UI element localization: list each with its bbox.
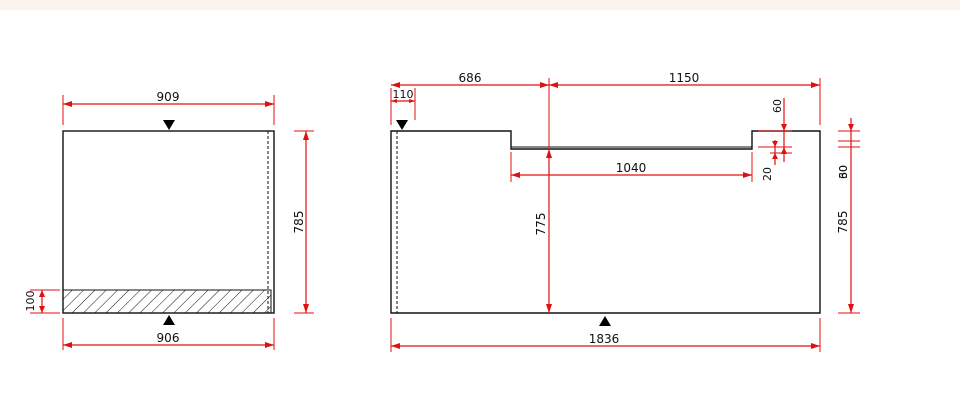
left-view: 909 906 785 — [24, 90, 314, 350]
dim-left-top-width: 909 — [62, 90, 275, 125]
label-right-to-recess: 686 — [459, 71, 482, 85]
right-view: 110 686 1150 — [390, 71, 860, 352]
dim-right-recess-depth: 60 — [758, 98, 792, 162]
dim-left-bottom-width: 906 — [62, 318, 275, 350]
label-right-inner-height: 775 — [534, 213, 548, 236]
label-right-stacked-small-2: 60 — [837, 165, 850, 179]
right-cabinet-outline — [390, 130, 821, 314]
dim-left-height: 785 — [292, 130, 314, 314]
label-left-base-height: 100 — [24, 291, 37, 312]
left-bottom-marker-icon — [163, 315, 175, 325]
label-left-bottom-width: 906 — [157, 331, 180, 345]
label-right-left-offset: 110 — [393, 88, 414, 101]
label-left-height: 785 — [292, 211, 306, 234]
dim-right-recess-length: 1040 — [510, 152, 753, 182]
right-bottom-marker-icon — [599, 316, 611, 326]
label-right-stacked-small: 30 — [837, 165, 850, 179]
label-right-recess-depth: 60 — [771, 99, 784, 113]
label-right-recess-span: 1150 — [669, 71, 700, 85]
dim-right-inner-height: 775 — [534, 149, 552, 313]
label-right-recess-length: 1040 — [616, 161, 647, 175]
right-top-marker-icon — [396, 120, 408, 130]
left-base-hatch — [62, 289, 272, 314]
label-left-top-width: 909 — [157, 90, 180, 104]
dim-left-base-height: 100 — [24, 289, 60, 314]
dim-right-lip: 20 — [761, 140, 778, 181]
label-right-total-length: 1836 — [589, 332, 620, 346]
dim-right-recess-span: 1150 — [549, 71, 821, 125]
dim-right-left-offset: 110 — [390, 88, 416, 125]
label-right-height: 785 — [836, 211, 850, 234]
top-band — [0, 0, 960, 10]
dim-right-total-length: 1836 — [390, 318, 821, 352]
left-top-marker-icon — [163, 120, 175, 130]
left-cabinet-outline — [62, 130, 275, 314]
dim-right-height: 785 30 60 — [836, 118, 860, 314]
label-right-lip: 20 — [761, 167, 774, 181]
